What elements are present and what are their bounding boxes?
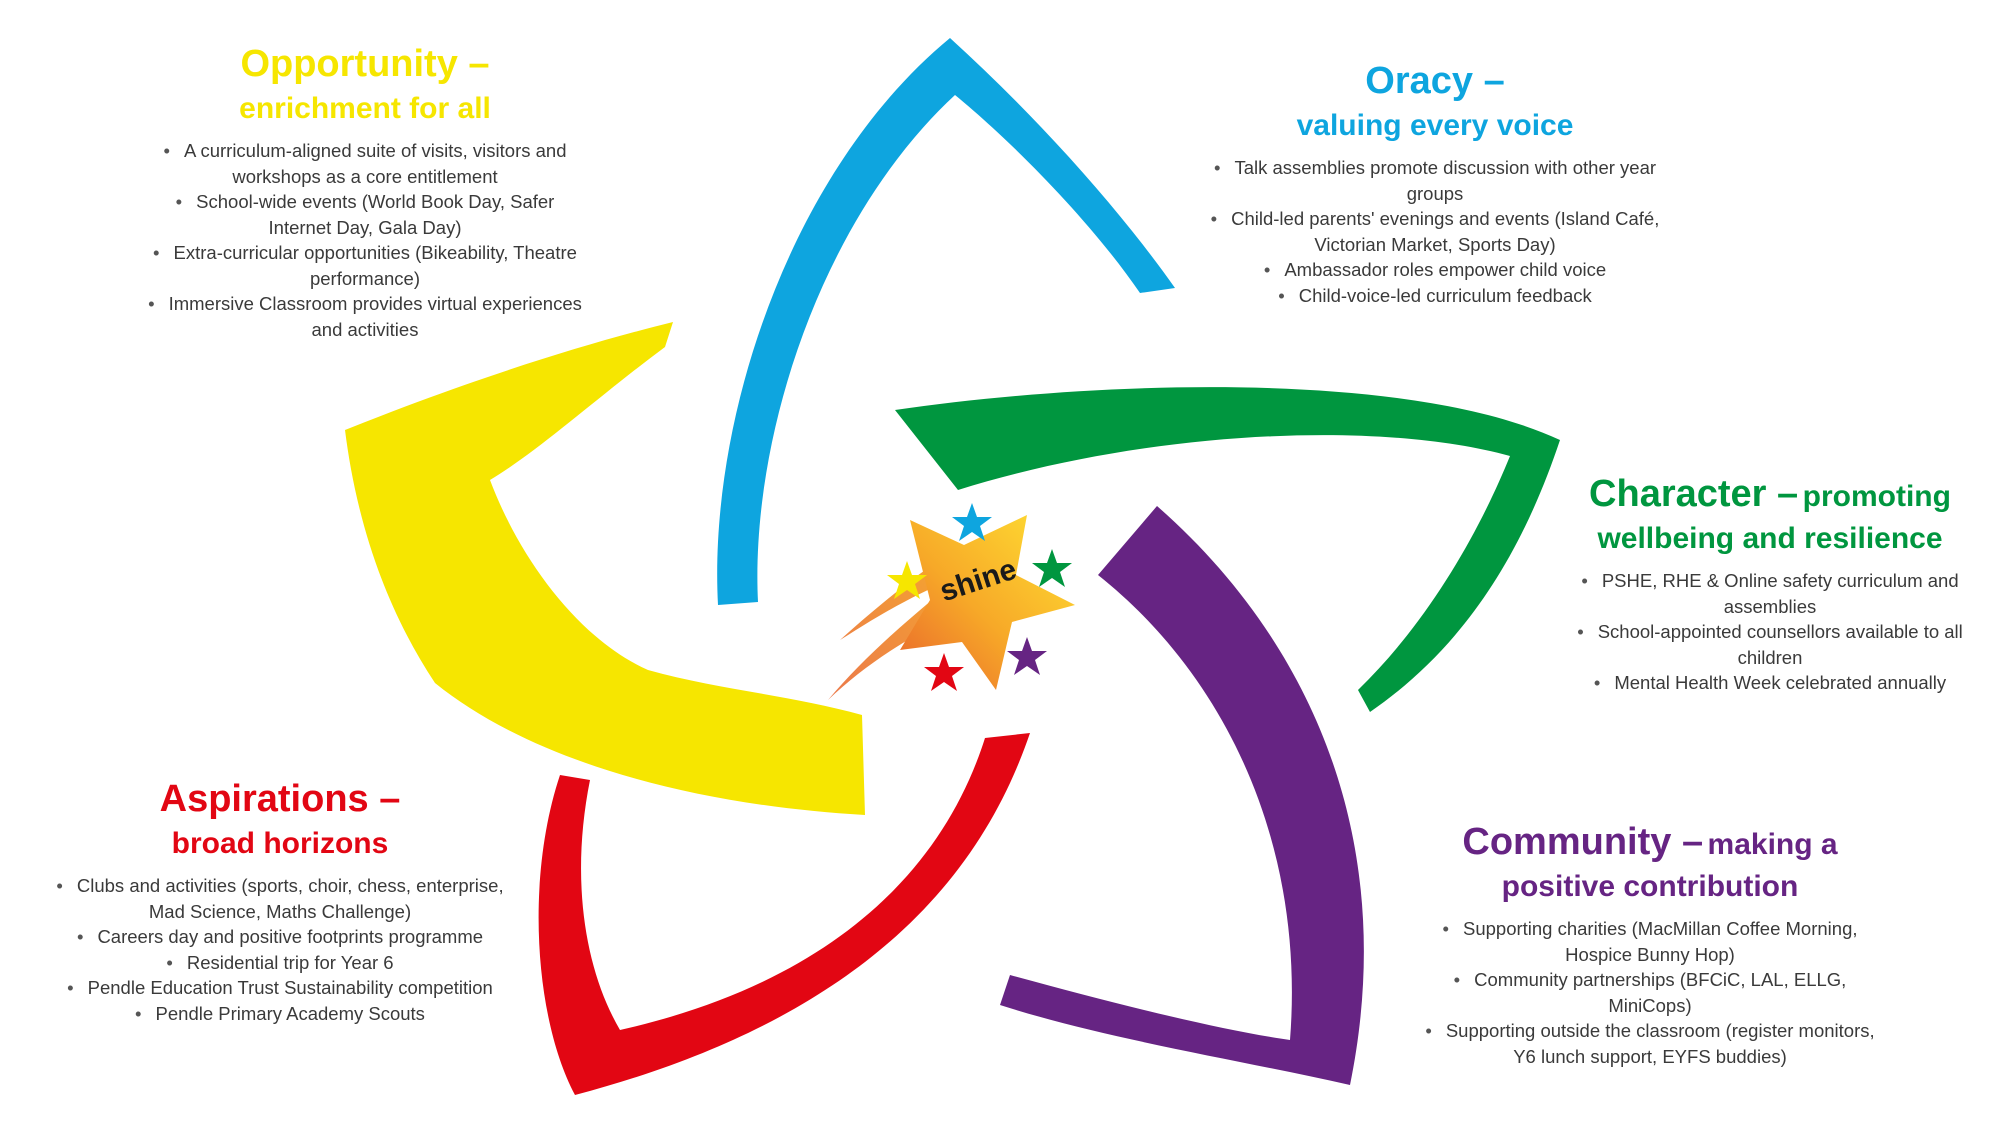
oracy-arm xyxy=(717,38,1175,605)
list-item: Mental Health Week celebrated annually xyxy=(1550,670,1990,696)
list-item: Pendle Education Trust Sustainability co… xyxy=(55,975,505,1001)
list-item: Community partnerships (BFCiC, LAL, ELLG… xyxy=(1420,967,1880,1018)
aspirations-list: Clubs and activities (sports, choir, che… xyxy=(55,873,505,1026)
list-item: Careers day and positive footprints prog… xyxy=(55,924,505,950)
community-panel: Community – making a positive contributi… xyxy=(1420,818,1880,1069)
character-title-tail: promoting xyxy=(1802,480,1951,513)
oracy-panel: Oracy – valuing every voice Talk assembl… xyxy=(1210,57,1660,308)
list-item: School-wide events (World Book Day, Safe… xyxy=(145,189,585,240)
opportunity-list: A curriculum-aligned suite of visits, vi… xyxy=(145,138,585,342)
community-title: Community – xyxy=(1462,821,1704,863)
list-item: Extra-curricular opportunities (Bikeabil… xyxy=(145,240,585,291)
list-item: Child-led parents' evenings and events (… xyxy=(1210,206,1660,257)
aspirations-title: Aspirations – xyxy=(159,778,401,820)
character-arm xyxy=(895,387,1560,712)
character-heading: Character – promoting wellbeing and resi… xyxy=(1550,470,1990,558)
community-heading: Community – making a positive contributi… xyxy=(1420,818,1880,906)
character-list: PSHE, RHE & Online safety curriculum and… xyxy=(1550,568,1990,696)
oracy-list: Talk assemblies promote discussion with … xyxy=(1210,155,1660,308)
aspirations-heading: Aspirations – broad horizons xyxy=(55,775,505,863)
aspirations-arm xyxy=(538,733,1030,1095)
community-subtitle: positive contribution xyxy=(1501,870,1799,904)
opportunity-subtitle: enrichment for all xyxy=(239,92,491,126)
small-star-purple xyxy=(1007,637,1047,675)
small-star-green xyxy=(1032,549,1072,587)
character-title-line: Character – promoting xyxy=(1550,470,1990,519)
community-title-line: Community – making a xyxy=(1420,818,1880,867)
character-subtitle: wellbeing and resilience xyxy=(1597,522,1943,556)
list-item: Child-voice-led curriculum feedback xyxy=(1210,283,1660,309)
list-item: Ambassador roles empower child voice xyxy=(1210,257,1660,283)
shine-star xyxy=(900,515,1075,690)
aspirations-panel: Aspirations – broad horizons Clubs and a… xyxy=(55,775,505,1026)
opportunity-heading: Opportunity – enrichment for all xyxy=(145,40,585,128)
community-arm xyxy=(1000,506,1364,1085)
list-item: Pendle Primary Academy Scouts xyxy=(55,1001,505,1027)
list-item: PSHE, RHE & Online safety curriculum and… xyxy=(1550,568,1990,619)
small-star-red xyxy=(924,653,964,691)
small-star-yellow xyxy=(887,561,927,599)
opportunity-panel: Opportunity – enrichment for all A curri… xyxy=(145,40,585,342)
list-item: Residential trip for Year 6 xyxy=(55,950,505,976)
list-item: A curriculum-aligned suite of visits, vi… xyxy=(145,138,585,189)
list-item: School-appointed counsellors available t… xyxy=(1550,619,1990,670)
community-list: Supporting charities (MacMillan Coffee M… xyxy=(1420,916,1880,1069)
opportunity-arm xyxy=(345,322,865,815)
character-title: Character – xyxy=(1589,473,1799,515)
oracy-title: Oracy – xyxy=(1365,60,1505,102)
shine-logo: shine xyxy=(828,503,1075,700)
small-star-blue xyxy=(952,503,992,541)
list-item: Supporting outside the classroom (regist… xyxy=(1420,1018,1880,1069)
oracy-subtitle: valuing every voice xyxy=(1296,109,1574,143)
oracy-heading: Oracy – valuing every voice xyxy=(1210,57,1660,145)
community-title-tail: making a xyxy=(1707,828,1838,861)
list-item: Supporting charities (MacMillan Coffee M… xyxy=(1420,916,1880,967)
list-item: Immersive Classroom provides virtual exp… xyxy=(145,291,585,342)
list-item: Clubs and activities (sports, choir, che… xyxy=(55,873,505,924)
opportunity-title: Opportunity – xyxy=(240,43,490,85)
list-item: Talk assemblies promote discussion with … xyxy=(1210,155,1660,206)
shooting-tail xyxy=(828,548,975,700)
character-panel: Character – promoting wellbeing and resi… xyxy=(1550,470,1990,696)
aspirations-subtitle: broad horizons xyxy=(171,827,389,861)
